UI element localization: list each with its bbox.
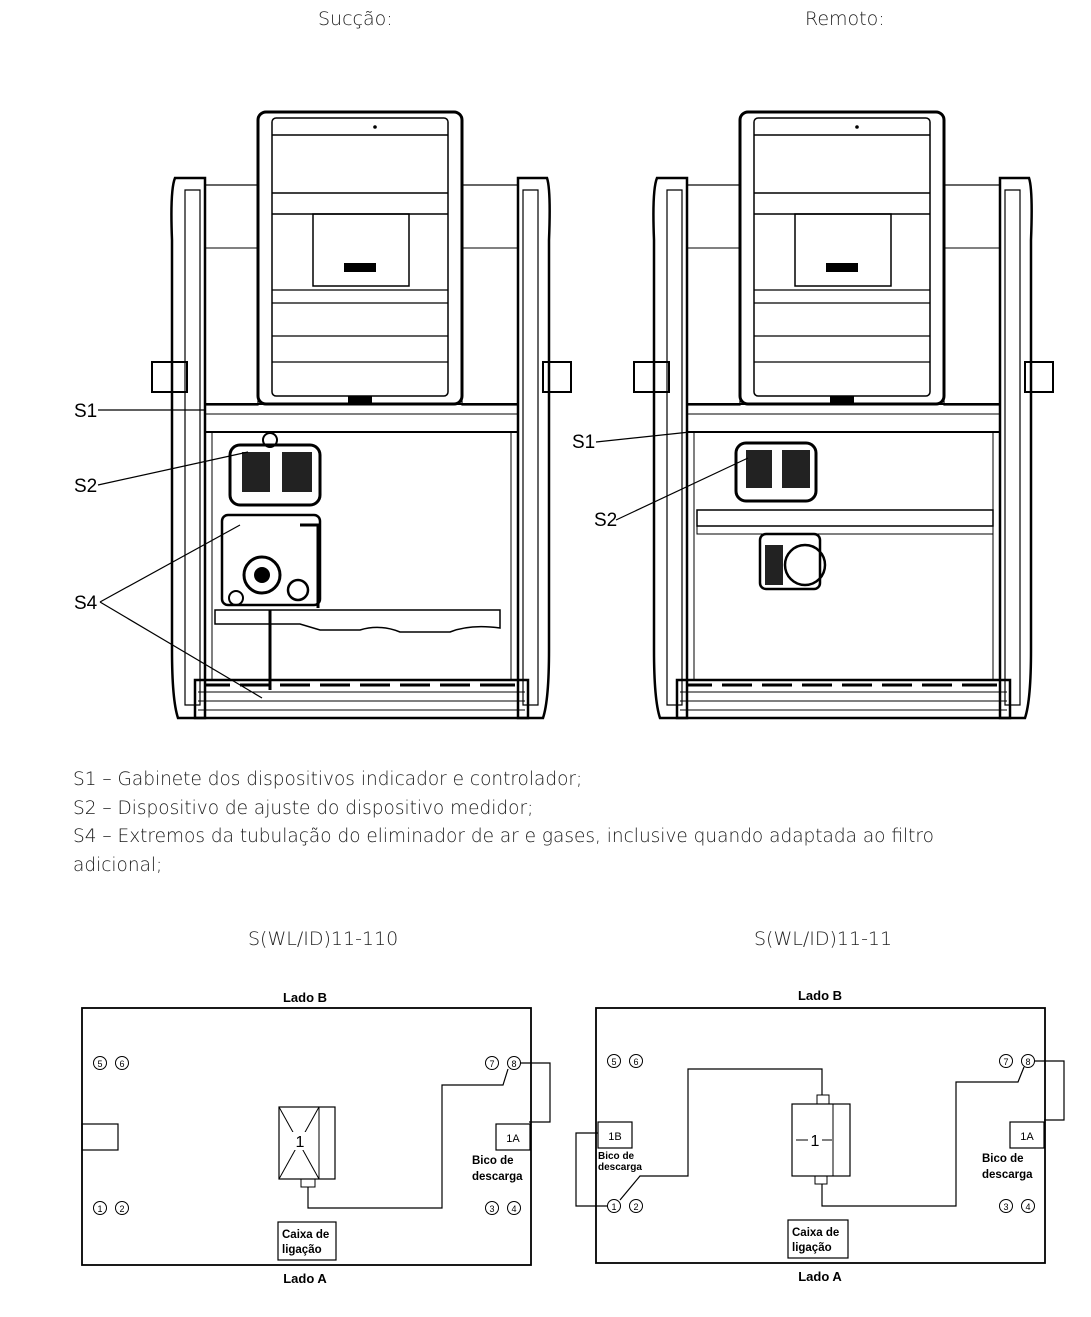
svg-text:3: 3 [1003, 1202, 1008, 1212]
svg-text:1A: 1A [506, 1133, 520, 1145]
junction-box-left: Caixa de ligação [277, 1221, 337, 1261]
svg-text:ligação: ligação [792, 1242, 832, 1254]
nozzle-1a-left: 1A [495, 1123, 531, 1151]
nozzle-1b-right: 1B [597, 1121, 633, 1149]
svg-text:2: 2 [633, 1202, 638, 1212]
svg-text:1B: 1B [608, 1131, 621, 1143]
remote-meter-assembly [696, 441, 994, 591]
side-a-label-left: Lado A [283, 1271, 327, 1286]
hose-line-left [307, 1068, 509, 1209]
svg-text:6: 6 [119, 1059, 124, 1069]
side-b-label-right: Lado B [798, 988, 842, 1003]
dispenser-drawings: S1 S2 S4 S1 S2 [74, 110, 1055, 720]
svg-text:1: 1 [296, 1134, 305, 1151]
remote-dispenser: S1 S2 [572, 110, 1055, 720]
suction-title: Sucção: [318, 8, 393, 30]
svg-text:1A: 1A [1020, 1131, 1034, 1143]
nozzle-label-left-2: descarga [472, 1171, 523, 1183]
meter-right: 1 [791, 1094, 851, 1185]
junction-box-right: Caixa de ligação [787, 1219, 849, 1259]
callout-s2-left: S2 [74, 476, 97, 497]
callout-s1-right: S1 [572, 432, 595, 453]
model-title-right: S(WL/ID)11-11 [754, 928, 893, 950]
legend-item-s2: S2 – Dispositivo de ajuste do dispositiv… [73, 797, 534, 819]
nozzle-line-1b-right [575, 1132, 608, 1207]
circle-1-left: 1 [93, 1201, 107, 1215]
circle-4-right: 4 [1021, 1199, 1035, 1213]
svg-text:4: 4 [1025, 1202, 1030, 1212]
wiring-diagram-left: Lado B Lado A 5 6 1 2 7 8 3 4 1 Caixa de… [81, 990, 551, 1286]
hose-line-right-a [821, 1066, 1025, 1207]
remote-title: Remoto: [805, 8, 885, 30]
circle-5-right: 5 [607, 1054, 621, 1068]
legend-item-s4: S4 – Extremos da tubulação do eliminador… [73, 826, 934, 876]
nozzle-line-1a-left [520, 1062, 551, 1123]
svg-text:5: 5 [611, 1057, 616, 1067]
circle-8-left: 8 [507, 1056, 521, 1070]
svg-text:1: 1 [611, 1202, 616, 1212]
circle-8-right: 8 [1021, 1054, 1035, 1068]
svg-text:1: 1 [811, 1133, 820, 1150]
circle-3-left: 3 [485, 1201, 499, 1215]
svg-text:8: 8 [511, 1059, 516, 1069]
side-b-label-left: Lado B [283, 990, 327, 1005]
nozzle-label-right-a-2: descarga [982, 1169, 1033, 1181]
nozzle-label-right-b-2: descarga [598, 1162, 642, 1173]
svg-text:ligação: ligação [282, 1244, 322, 1256]
callout-s2-right: S2 [594, 510, 617, 531]
circle-7-left: 7 [485, 1056, 499, 1070]
svg-text:4: 4 [511, 1204, 516, 1214]
nozzle-label-left-1: Bico de [472, 1155, 514, 1167]
svg-text:1: 1 [97, 1204, 102, 1214]
callout-s4-left: S4 [74, 593, 98, 614]
svg-text:Caixa de: Caixa de [282, 1229, 329, 1241]
nozzle-1a-right: 1A [1009, 1121, 1045, 1149]
side-port-left [81, 1123, 119, 1151]
wiring-diagram-right: Lado B Lado A 5 6 1 2 7 8 3 4 1 Caixa de… [575, 988, 1065, 1284]
circle-3-right: 3 [999, 1199, 1013, 1213]
side-a-label-right: Lado A [798, 1269, 842, 1284]
svg-text:Caixa de: Caixa de [792, 1227, 839, 1239]
callout-s1-left: S1 [74, 401, 97, 422]
circle-6-right: 6 [629, 1054, 643, 1068]
diagram-frame-right [595, 1007, 1046, 1264]
svg-text:5: 5 [97, 1059, 102, 1069]
svg-text:8: 8 [1025, 1057, 1030, 1067]
meter-left: 1 [278, 1106, 336, 1188]
nozzle-label-right-b-1: Bico de [598, 1151, 635, 1162]
circle-1-right: 1 [607, 1199, 621, 1213]
svg-text:6: 6 [633, 1057, 638, 1067]
circle-2-right: 2 [629, 1199, 643, 1213]
suction-dispenser: S1 S2 S4 [74, 110, 573, 720]
circle-6-left: 6 [115, 1056, 129, 1070]
svg-text:2: 2 [119, 1204, 124, 1214]
svg-text:3: 3 [489, 1204, 494, 1214]
circle-5-left: 5 [93, 1056, 107, 1070]
circle-4-left: 4 [507, 1201, 521, 1215]
nozzle-label-right-a-1: Bico de [982, 1153, 1024, 1165]
hose-line-right-b [619, 1068, 823, 1201]
model-title-left: S(WL/ID)11-110 [248, 928, 399, 950]
svg-text:7: 7 [489, 1059, 494, 1069]
svg-text:7: 7 [1003, 1057, 1008, 1067]
circle-7-right: 7 [999, 1054, 1013, 1068]
legend: S1 – Gabinete dos dispositivos indicador… [73, 766, 973, 880]
legend-item-s1: S1 – Gabinete dos dispositivos indicador… [73, 769, 583, 790]
nozzle-line-1a-right [1034, 1060, 1065, 1121]
suction-pump-assembly [214, 432, 501, 690]
circle-2-left: 2 [115, 1201, 129, 1215]
